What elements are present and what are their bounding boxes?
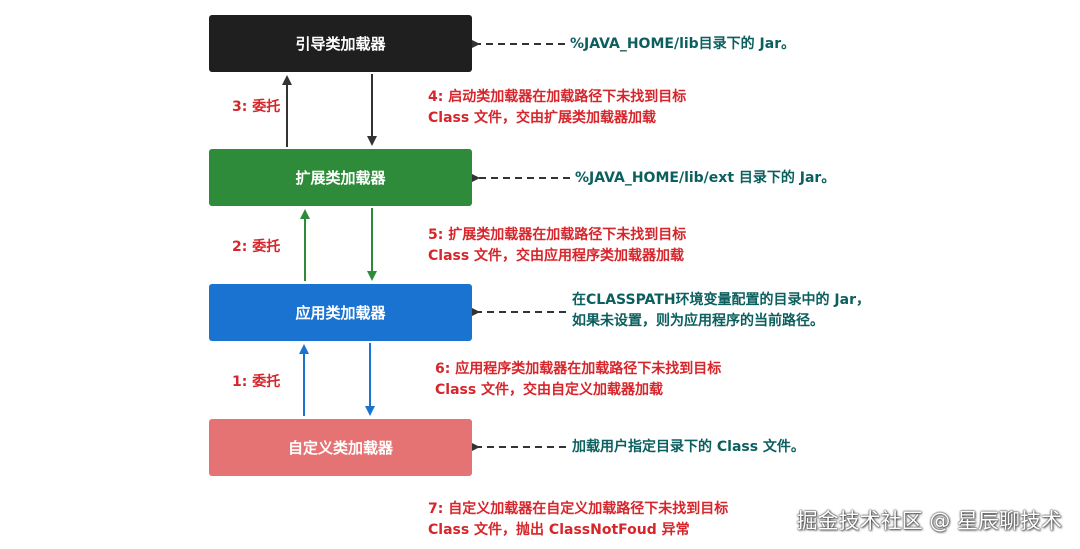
extension-path-note: %JAVA_HOME/lib/ext 目录下的 Jar。 xyxy=(575,170,836,186)
extension-loader-box: 扩展类加载器 xyxy=(209,149,472,206)
step-4-line-1: 4: 启动类加载器在加载路径下未找到目标 xyxy=(428,89,687,105)
custom-loader-box: 自定义类加载器 xyxy=(209,419,472,476)
application-loader-label: 应用类加载器 xyxy=(295,304,386,322)
application-path-note-line-2: 如果未设置，则为应用程序的当前路径。 xyxy=(572,313,824,329)
application-path-note-line-1: 在CLASSPATH环境变量配置的目录中的 Jar， xyxy=(572,292,870,308)
step-7-text: 7: 自定义加载器在自定义加载路径下未找到目标 Class 文件，抛出 Clas… xyxy=(428,499,728,541)
step-5-text: 5: 扩展类加载器在加载路径下未找到目标 Class 文件，交由应用程序类加载器… xyxy=(428,225,686,267)
custom-loader-label: 自定义类加载器 xyxy=(287,439,393,457)
watermark-text: 掘金技术社区 @ 星辰聊技术 xyxy=(796,509,1062,533)
delegate-label-3: 3: 委托 xyxy=(232,99,281,115)
step-7-line-2: Class 文件，抛出 ClassNotFoud 异常 xyxy=(428,522,690,538)
bootstrap-path-note: %JAVA_HOME/lib目录下的 Jar。 xyxy=(570,36,796,52)
step-6-line-1: 6: 应用程序类加载器在加载路径下未找到目标 xyxy=(435,361,722,377)
custom-path-note: 加载用户指定目录下的 Class 文件。 xyxy=(572,439,805,455)
step-4-text: 4: 启动类加载器在加载路径下未找到目标 Class 文件，交由扩展类加载器加载 xyxy=(428,87,686,129)
step-4-line-2: Class 文件，交由扩展类加载器加载 xyxy=(428,110,657,126)
application-path-note: 在CLASSPATH环境变量配置的目录中的 Jar， 如果未设置，则为应用程序的… xyxy=(572,290,870,332)
step-6-text: 6: 应用程序类加载器在加载路径下未找到目标 Class 文件，交由自定义加载器… xyxy=(435,359,721,401)
delegate-label-2: 2: 委托 xyxy=(232,239,281,255)
step-5-line-2: Class 文件，交由应用程序类加载器加载 xyxy=(428,248,685,264)
bootstrap-loader-label: 引导类加载器 xyxy=(295,35,386,53)
step-7-line-1: 7: 自定义加载器在自定义加载路径下未找到目标 xyxy=(428,501,729,517)
extension-loader-label: 扩展类加载器 xyxy=(295,169,386,187)
application-loader-box: 应用类加载器 xyxy=(209,284,472,341)
bootstrap-loader-box: 引导类加载器 xyxy=(209,15,472,72)
step-5-line-1: 5: 扩展类加载器在加载路径下未找到目标 xyxy=(428,227,687,243)
step-6-line-2: Class 文件，交由自定义加载器加载 xyxy=(435,382,664,398)
delegate-label-1: 1: 委托 xyxy=(232,374,281,390)
